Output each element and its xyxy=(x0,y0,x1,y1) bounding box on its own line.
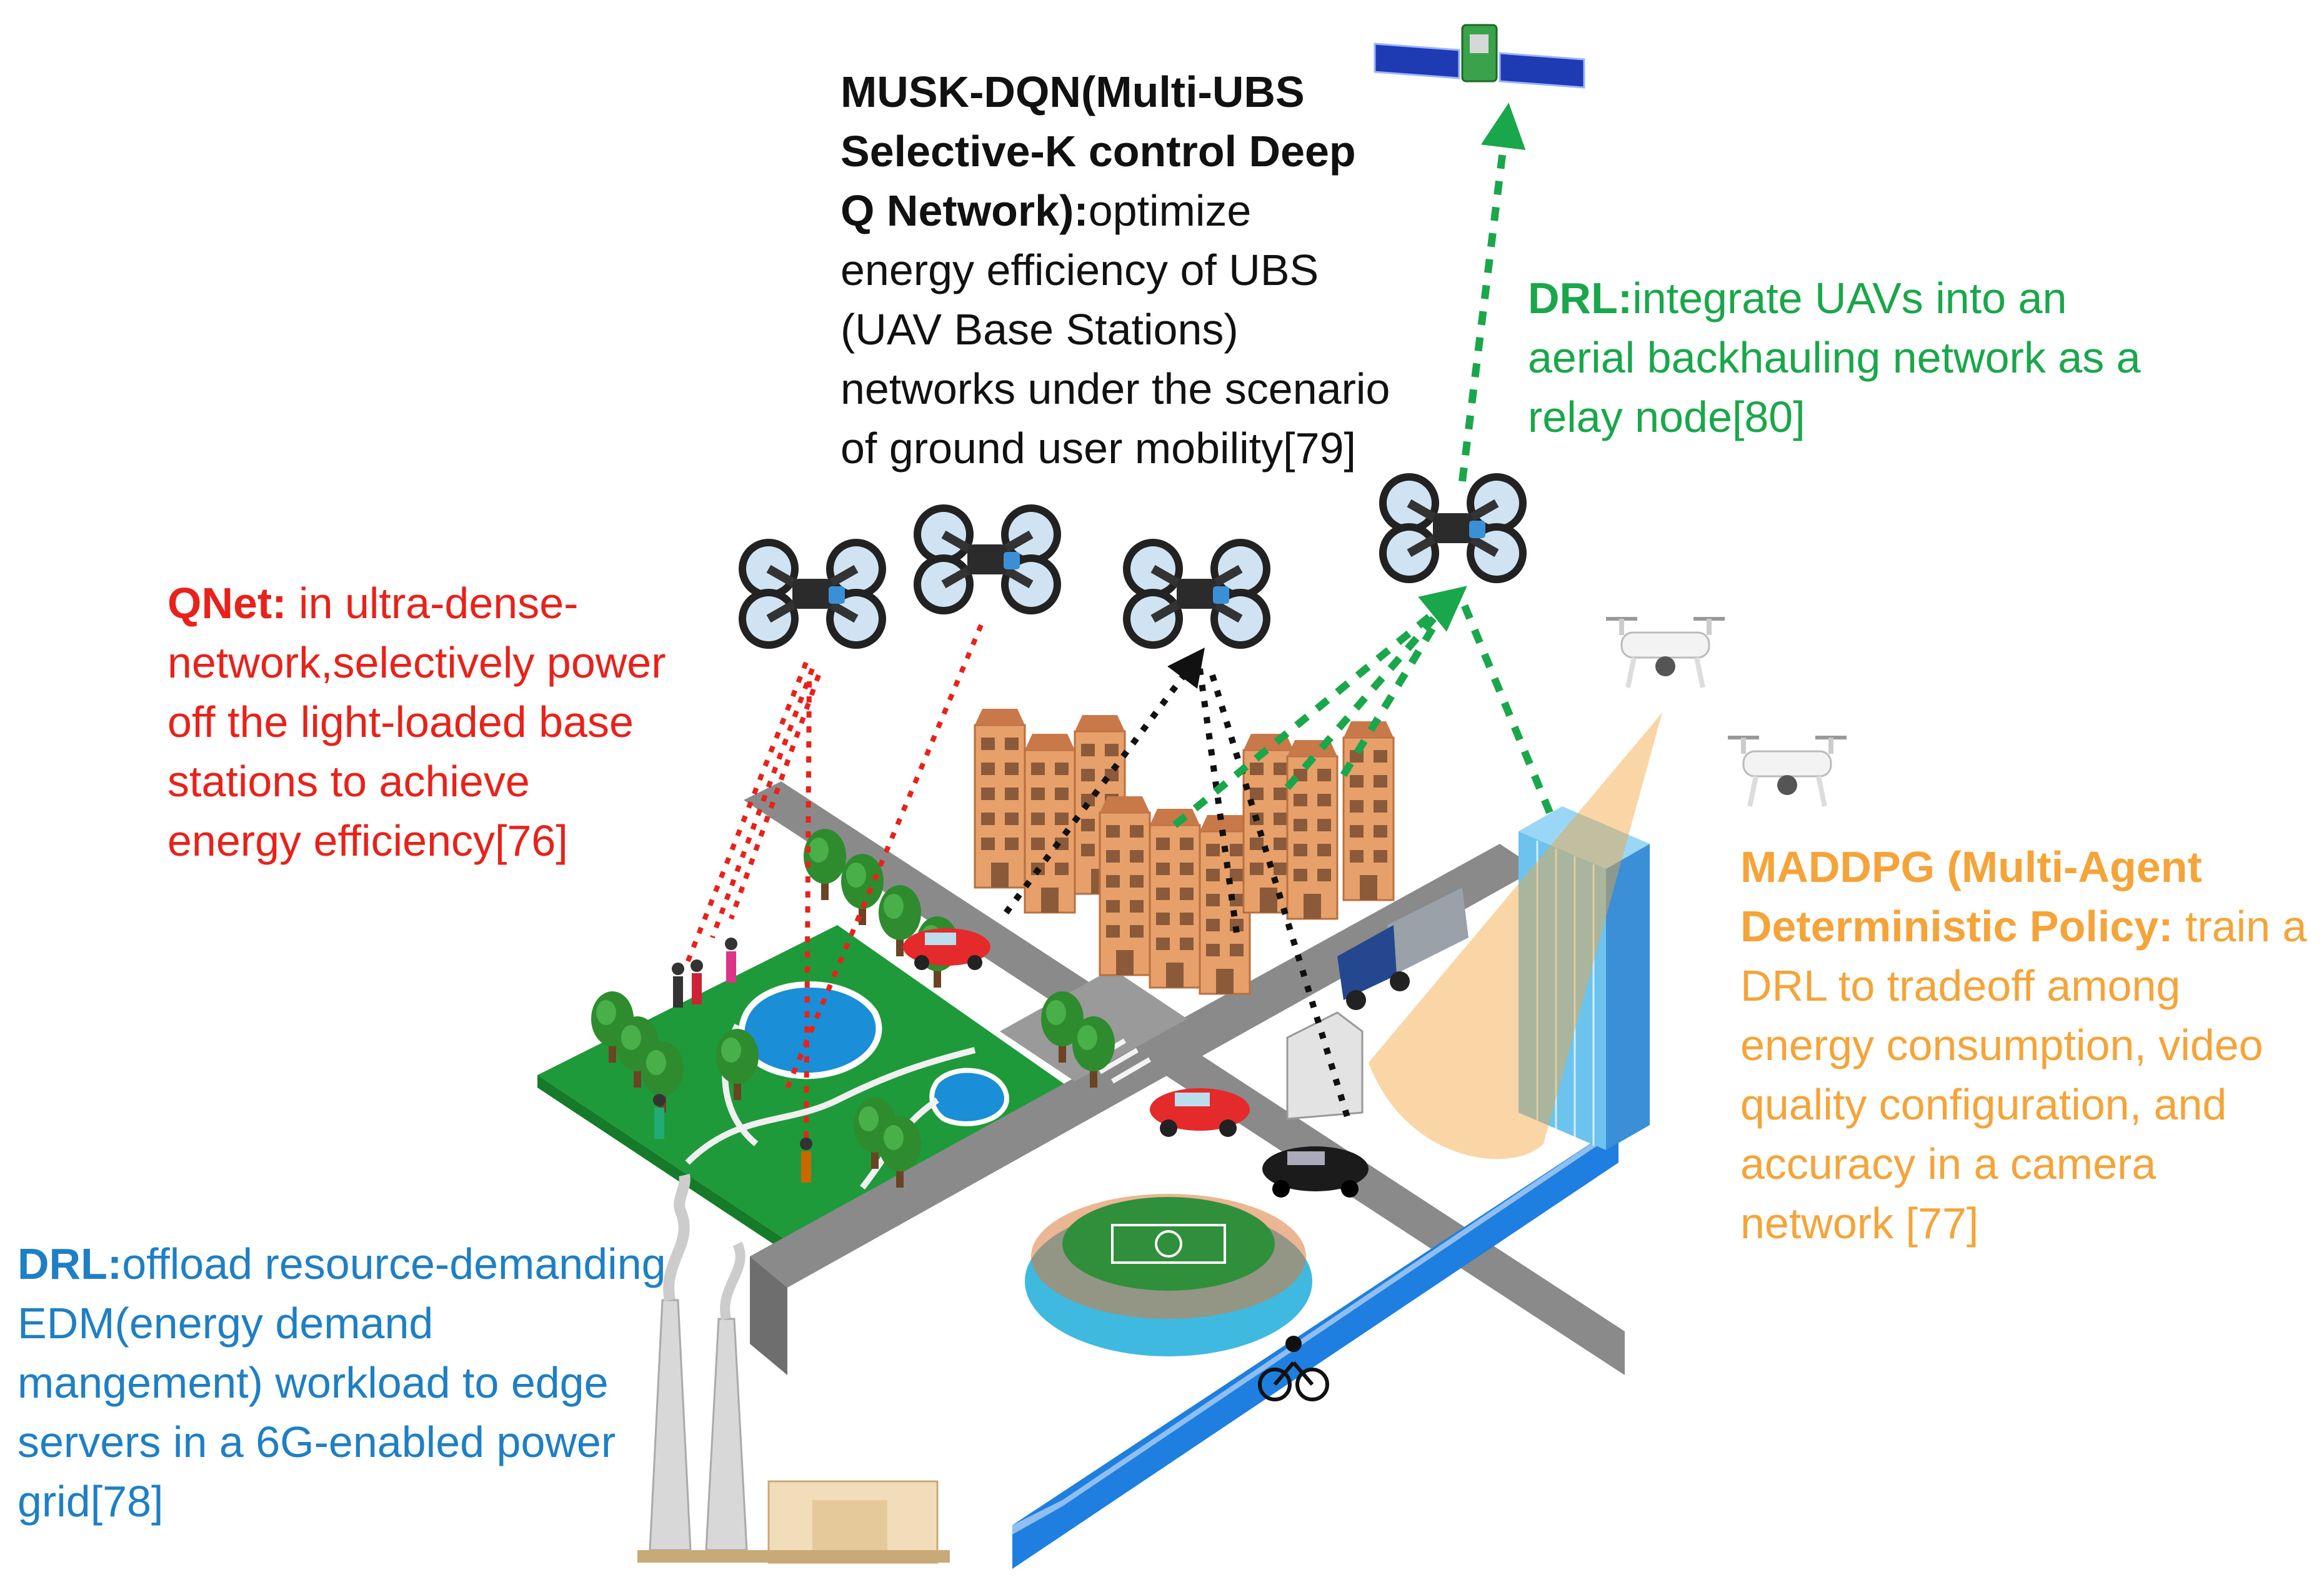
musk-dqn-description: optimize energy efficiency of UBS (UAV B… xyxy=(840,186,1390,473)
quadcopter-drone-icon xyxy=(1123,539,1270,649)
truck xyxy=(1337,888,1469,1010)
stadium xyxy=(1025,1194,1312,1356)
drl-edm-title: DRL: xyxy=(17,1239,122,1288)
drl-relay-links xyxy=(1172,103,1553,828)
glass-tower xyxy=(1519,806,1650,1150)
pedestrians xyxy=(653,938,812,1183)
drl-relay-annotation: DRL:integrate UAVs into an aerial backha… xyxy=(1528,269,2153,447)
satellite-icon xyxy=(1374,24,1585,89)
small-house xyxy=(1286,1011,1364,1120)
drl-edm-description: offload resource-demanding EDM(energy de… xyxy=(17,1239,666,1526)
maddpg-annotation: MADDPG (Multi-Agent Deterministic Policy… xyxy=(1740,838,2315,1253)
power-plant xyxy=(637,1173,950,1564)
car-red-center xyxy=(1150,1088,1250,1137)
qnet-links xyxy=(685,624,984,1144)
river xyxy=(1012,1125,1618,1569)
camera-drone-icon xyxy=(1728,738,1847,806)
camera-drone-icon xyxy=(1606,619,1725,688)
drl-edm-annotation: DRL:offload resource-demanding EDM(energ… xyxy=(17,1234,680,1531)
musk-dqn-annotation: MUSK-DQN(Multi-UBS Selective-K control D… xyxy=(840,63,1390,478)
musk-dqn-title: MUSK-DQN(Multi-UBS Selective-K control D… xyxy=(840,68,1356,235)
qnet-description: in ultra-dense-network,selectively power… xyxy=(167,579,666,865)
quadcopter-drone-icon xyxy=(739,539,886,649)
car-red-top xyxy=(903,928,990,970)
quadcopter-drone-icon xyxy=(1379,473,1527,583)
musk-links xyxy=(1004,648,1353,1126)
camera-view-cone xyxy=(1369,713,1662,1159)
qnet-annotation: QNet: in ultra-dense-network,selectively… xyxy=(167,574,667,871)
quadcopter-drone-icon xyxy=(914,504,1061,614)
drl-relay-description: integrate UAVs into an aerial backhaulin… xyxy=(1528,274,2141,441)
car-black xyxy=(1262,1146,1369,1198)
cyclist xyxy=(1258,1336,1329,1401)
qnet-title: QNet: xyxy=(167,579,287,628)
drl-relay-title: DRL: xyxy=(1528,274,1633,323)
maddpg-description: train a DRL to tradeoff among energy con… xyxy=(1740,902,2307,1248)
maddpg-title: MADDPG (Multi-Agent Deterministic Policy… xyxy=(1740,843,2202,951)
